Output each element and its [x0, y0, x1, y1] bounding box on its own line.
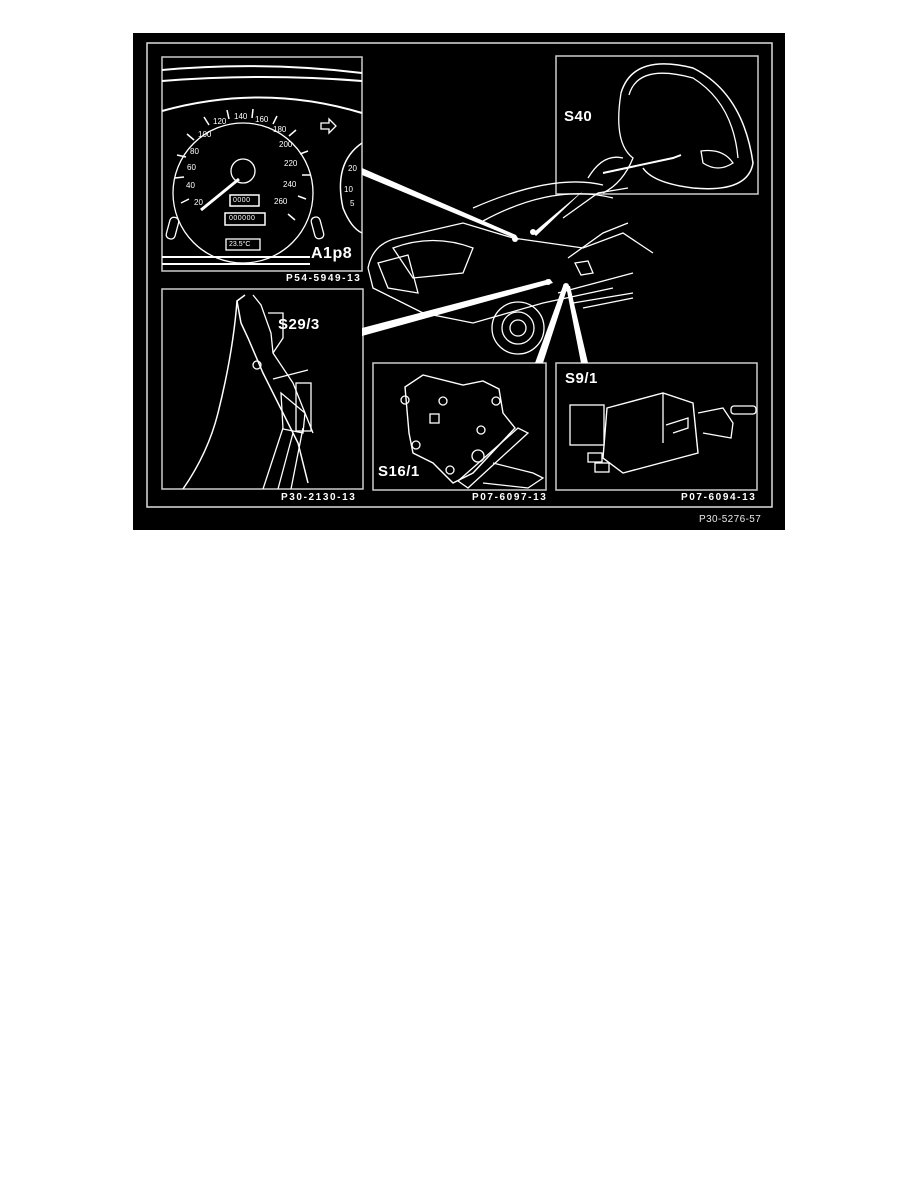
ref-code-s29-3: P30-2130-13	[281, 492, 357, 503]
callout-label-a1p8: A1p8	[311, 245, 353, 262]
speed-tick-100: 100	[198, 130, 212, 139]
trip-odometer: 0000	[233, 197, 251, 204]
speed-tick-40: 40	[186, 181, 195, 190]
steering-wheel-drawing	[555, 55, 759, 195]
callout-leaders	[362, 168, 588, 363]
speed-tick-180: 180	[273, 125, 287, 134]
outer-frame	[146, 42, 773, 508]
speed-tick-220: 220	[284, 159, 298, 168]
callout-label-s40: S40	[564, 108, 593, 125]
ref-code-s16-1: P07-6097-13	[472, 492, 548, 503]
speed-tick-160: 160	[255, 115, 269, 124]
tacho-tick-5: 5	[350, 199, 355, 208]
speed-tick-120: 120	[213, 117, 227, 126]
pedal-switch-drawing	[161, 288, 364, 490]
service-diagram: 20 40 60 80 100 120 140 160 180 200 220 …	[133, 33, 785, 530]
speed-tick-260: 260	[274, 197, 288, 206]
speed-tick-240: 240	[283, 180, 297, 189]
speed-tick-200: 200	[279, 140, 293, 149]
figure-reference-number: P30-5276-57	[699, 514, 762, 525]
speed-tick-140: 140	[234, 112, 248, 121]
instrument-cluster-drawing	[161, 56, 363, 272]
callout-label-s9-1: S9/1	[565, 370, 598, 387]
ref-code-a1p8: P54-5949-13	[286, 273, 362, 284]
temperature-display: 23.5°C	[229, 241, 251, 248]
diagram-linework	[146, 42, 773, 508]
speed-tick-80: 80	[190, 147, 199, 156]
car-drawing	[367, 181, 654, 355]
ref-code-s9-1: P07-6094-13	[681, 492, 757, 503]
stop-lamp-switch-drawing	[555, 362, 758, 491]
callout-label-s16-1: S16/1	[378, 463, 420, 480]
tacho-tick-20: 20	[348, 164, 357, 173]
speed-tick-20: 20	[194, 198, 203, 207]
tacho-tick-10: 10	[344, 185, 353, 194]
gear-selector-switch-drawing	[372, 362, 547, 491]
odometer: 000000	[229, 215, 256, 222]
speed-tick-60: 60	[187, 163, 196, 172]
callout-label-s29-3: S29/3	[278, 316, 320, 333]
